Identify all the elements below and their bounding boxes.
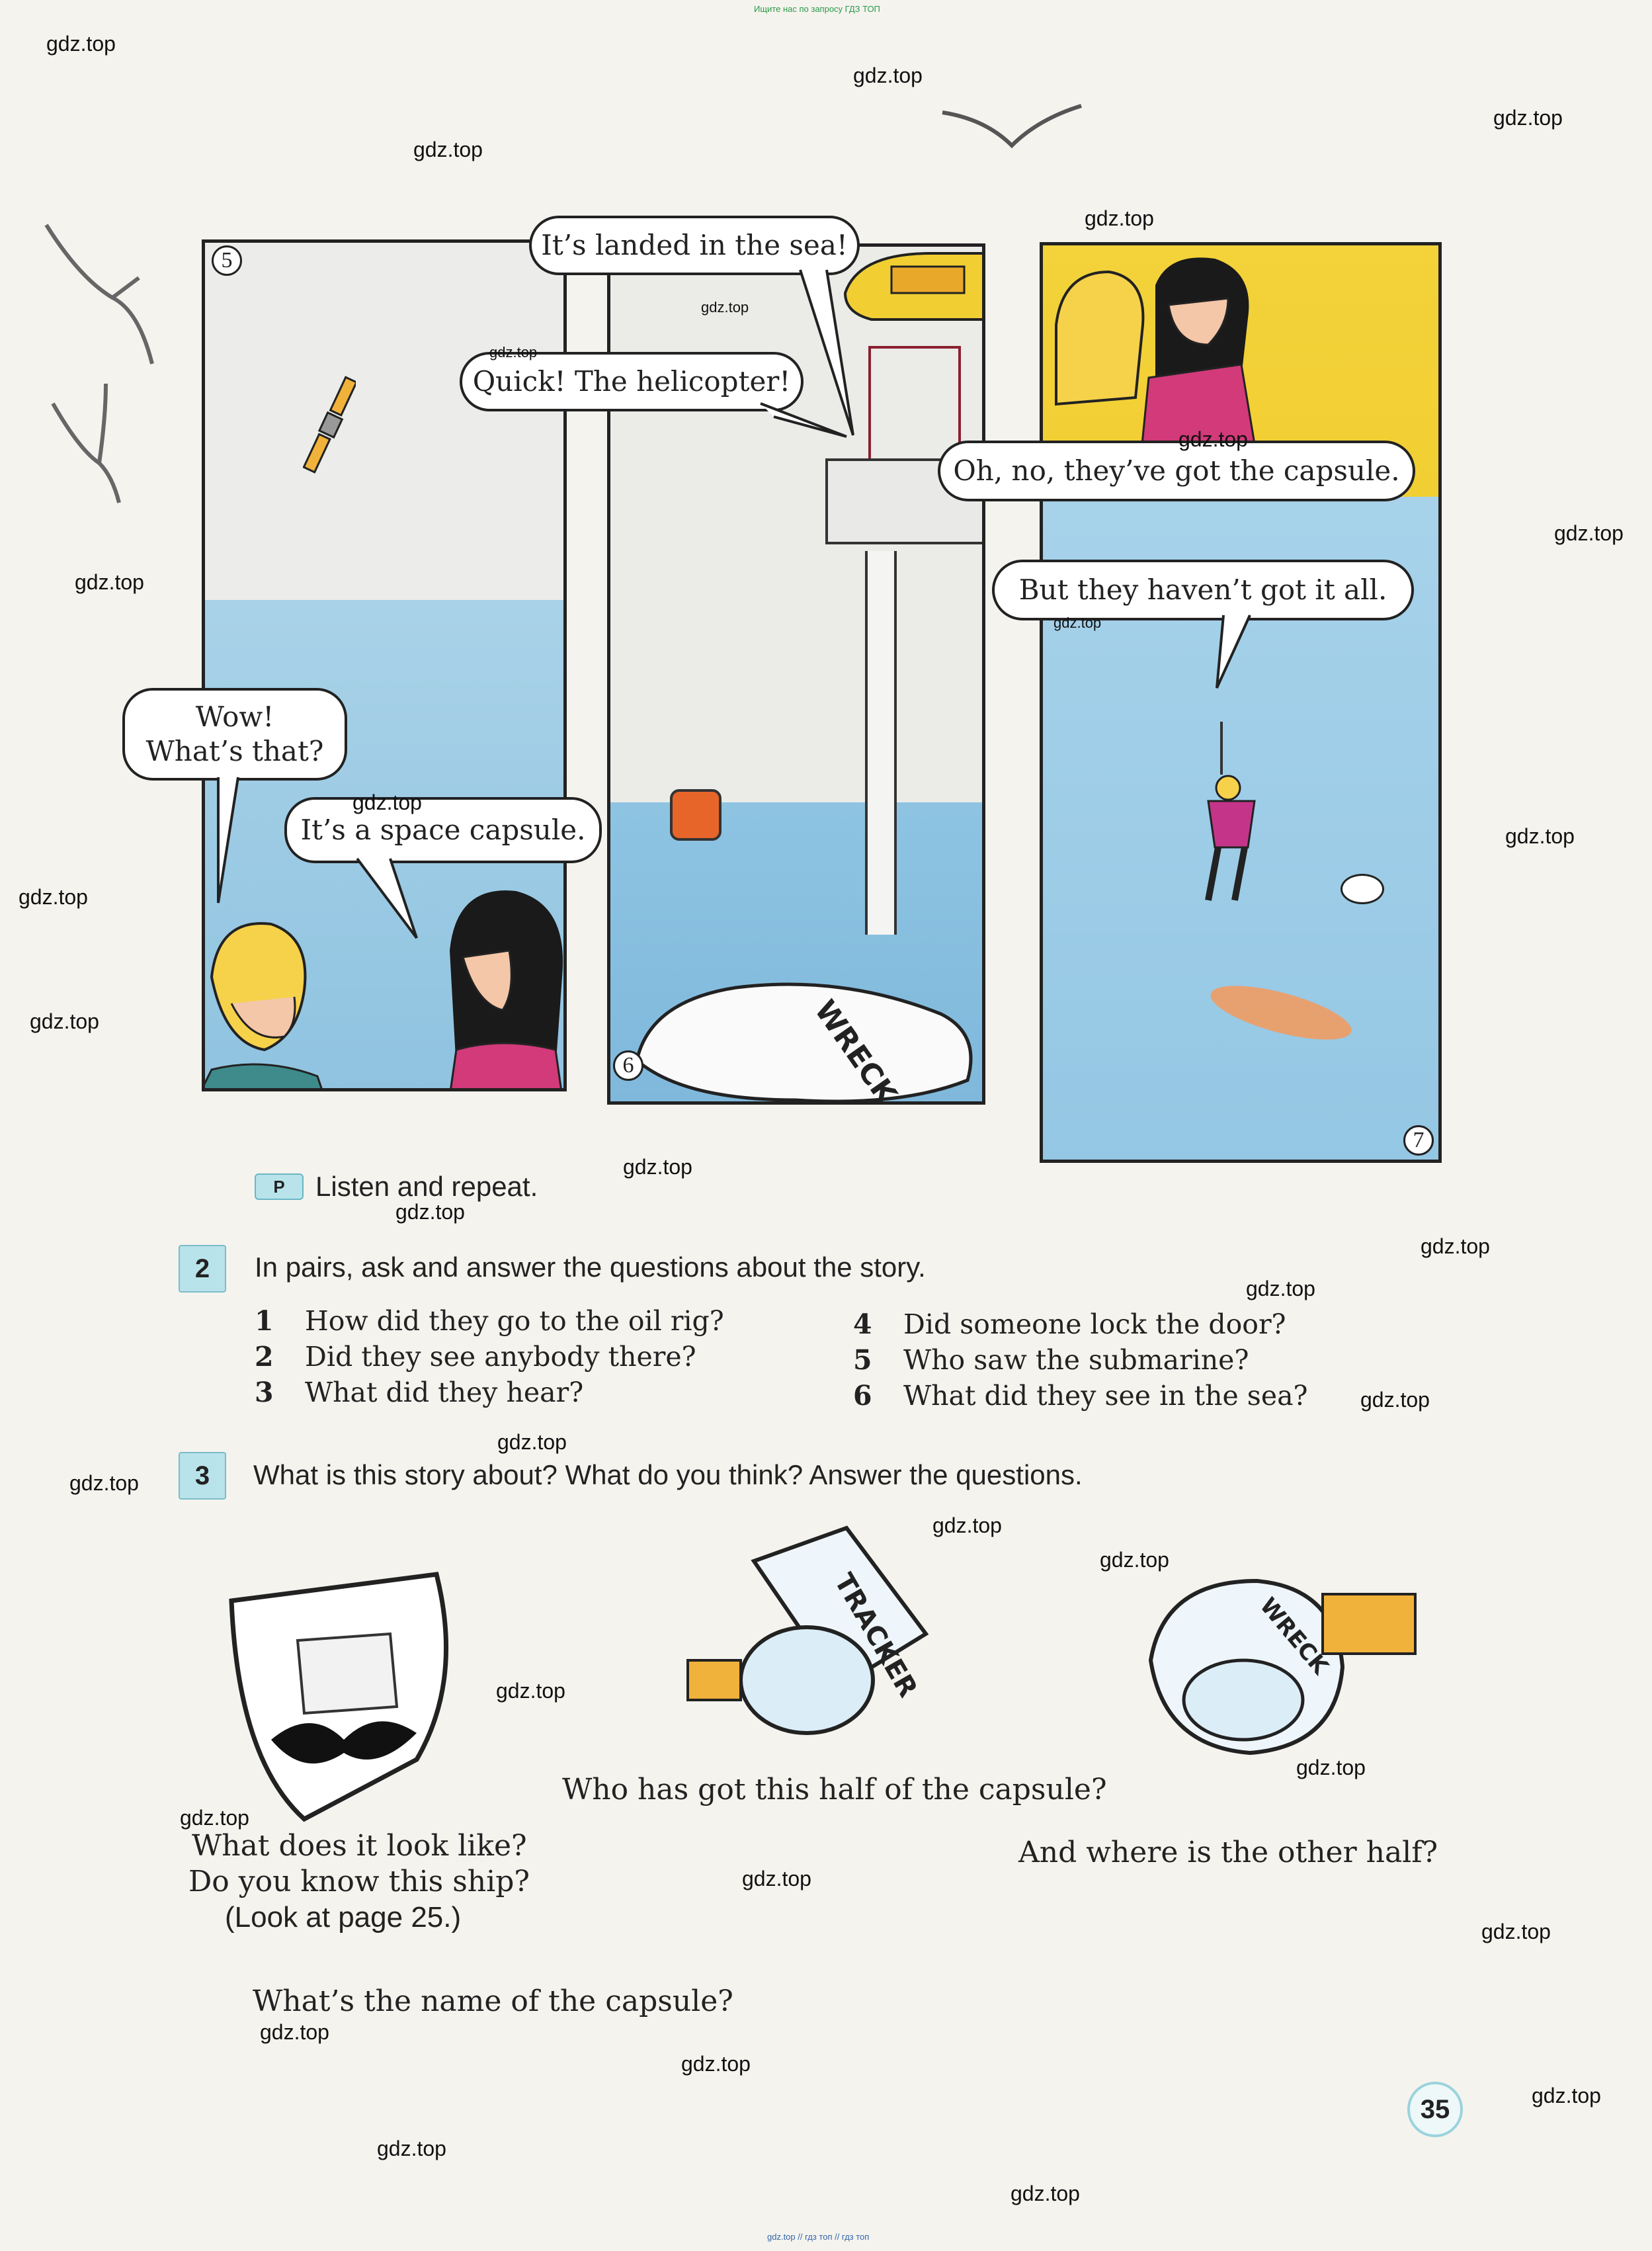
- seagull-icon: [44, 224, 154, 364]
- capsule-half-in-sea: [1341, 874, 1384, 904]
- speech-bubble-helicopter: Quick! The helicopter!: [460, 352, 804, 411]
- question-page: (Look at page 25.): [225, 1901, 462, 1933]
- satellite-icon: [303, 376, 356, 474]
- watermark: gdz.top: [413, 138, 483, 161]
- bubble-text: It’s a space capsule.: [300, 813, 586, 846]
- watermark: gdz.top: [1481, 1920, 1551, 1943]
- watermark: gdz.top: [1246, 1277, 1315, 1300]
- question-look: What does it look like?: [192, 1829, 527, 1863]
- watermark: gdz.top: [1296, 1756, 1366, 1779]
- listen-and-repeat: P Listen and repeat.: [255, 1171, 538, 1203]
- helicopter-icon: [843, 252, 982, 321]
- watermark: gdz.top: [489, 344, 538, 361]
- diver-figure: [670, 789, 722, 841]
- question-other-half: And where is the other half?: [1018, 1836, 1438, 1869]
- listen-text: Listen and repeat.: [315, 1171, 538, 1202]
- bubble-text: Quick! The helicopter!: [472, 364, 791, 398]
- watermark: gdz.top: [1178, 427, 1248, 451]
- seagull-icon: [942, 104, 1082, 149]
- watermark: gdz.top: [1421, 1234, 1490, 1258]
- submarine-wreck: WRECK: [635, 982, 973, 1101]
- watermark: gdz.top: [352, 790, 422, 814]
- kids-in-helicopter: [1055, 257, 1256, 444]
- bubble-text: Wow!: [195, 700, 274, 733]
- bubble-tail: [356, 857, 418, 939]
- watermark: gdz.top: [701, 299, 749, 316]
- climber-figure: [1205, 722, 1256, 901]
- question-half: Who has got this half of the capsule?: [562, 1773, 1107, 1806]
- speech-bubble-havent-got-all: But they haven’t got it all.: [992, 560, 1414, 620]
- header-note: Ищите нас по запросу ГДЗ ТОП: [754, 4, 880, 14]
- watermark: gdz.top: [1532, 2084, 1601, 2107]
- watermark: gdz.top: [1505, 824, 1575, 848]
- footer-note: gdz.top // гдз топ // гдз топ: [767, 2232, 870, 2242]
- speech-bubble-got-capsule: Oh, no, they’ve got the capsule.: [938, 441, 1415, 501]
- watermark: gdz.top: [742, 1867, 811, 1890]
- panel-number: 5: [212, 245, 242, 276]
- watermark: gdz.top: [681, 2052, 751, 2076]
- watermark: gdz.top: [1493, 106, 1563, 130]
- bubble-tail: [1216, 615, 1251, 689]
- watermark: gdz.top: [1554, 521, 1624, 545]
- question-ship: Do you know this ship?: [188, 1865, 530, 1898]
- watermark: gdz.top: [30, 1009, 99, 1033]
- watermark: gdz.top: [1011, 2182, 1080, 2205]
- watermark: gdz.top: [180, 1806, 249, 1830]
- panel-number: 7: [1403, 1125, 1434, 1156]
- watermark: gdz.top: [75, 570, 144, 594]
- orange-fish: [1205, 974, 1357, 1051]
- speech-bubble-space-capsule: It’s a space capsule.: [284, 797, 602, 863]
- watermark: gdz.top: [260, 2020, 329, 2044]
- comic-panel-7: 7: [1040, 242, 1442, 1163]
- audio-badge[interactable]: P: [255, 1173, 304, 1200]
- watermark: gdz.top: [1100, 1548, 1169, 1572]
- watermark: gdz.top: [623, 1155, 692, 1179]
- watermark: gdz.top: [19, 885, 88, 909]
- watermark: gdz.top: [496, 1679, 565, 1703]
- watermark: gdz.top: [1053, 615, 1102, 631]
- bubble-text: Oh, no, they’ve got the capsule.: [953, 454, 1400, 487]
- oil-rig-column: [865, 551, 897, 935]
- bubble-text: It’s landed in the sea!: [541, 228, 848, 261]
- watermark: gdz.top: [853, 64, 923, 87]
- bubble-tail: [217, 777, 239, 904]
- watermark: gdz.top: [377, 2137, 446, 2160]
- watermark: gdz.top: [69, 1471, 139, 1495]
- exercise-3-instruction: What is this story about? What do you th…: [253, 1459, 1083, 1490]
- bubble-text: But they haven’t got it all.: [1018, 573, 1387, 606]
- oil-rig-tower: [868, 346, 961, 458]
- exercise-3-number: 3: [179, 1452, 226, 1500]
- watermark: gdz.top: [497, 1430, 567, 1454]
- watermark: gdz.top: [1085, 206, 1154, 230]
- oil-rig-platform: [825, 458, 982, 544]
- exercise-2-instruction: In pairs, ask and answer the questions a…: [255, 1252, 926, 1283]
- page-number: 35: [1407, 2082, 1463, 2137]
- seagull-icon: [51, 383, 121, 503]
- watermark: gdz.top: [1360, 1388, 1430, 1412]
- exercise-2-number: 2: [179, 1245, 226, 1293]
- panel-number: 6: [613, 1050, 643, 1081]
- speech-bubble-wow: Wow! What’s that?: [122, 688, 347, 781]
- bubble-text: What’s that?: [145, 735, 324, 767]
- speech-bubble-landed: It’s landed in the sea!: [529, 216, 860, 275]
- pirate-flag-illustration: [229, 1572, 448, 1822]
- watermark: gdz.top: [932, 1513, 1002, 1537]
- boy-figure: [205, 922, 323, 1088]
- watermark: gdz.top: [46, 32, 116, 56]
- bubble-tail: [760, 402, 847, 438]
- girl-figure: [450, 890, 563, 1088]
- question-name: What’s the name of the capsule?: [253, 1984, 733, 2018]
- watermark: gdz.top: [395, 1200, 465, 1224]
- bubble-tail: [799, 269, 854, 436]
- capsule-half-wreck: WRECK: [1148, 1578, 1417, 1756]
- capsule-half-tracker: TRACKER: [686, 1525, 929, 1735]
